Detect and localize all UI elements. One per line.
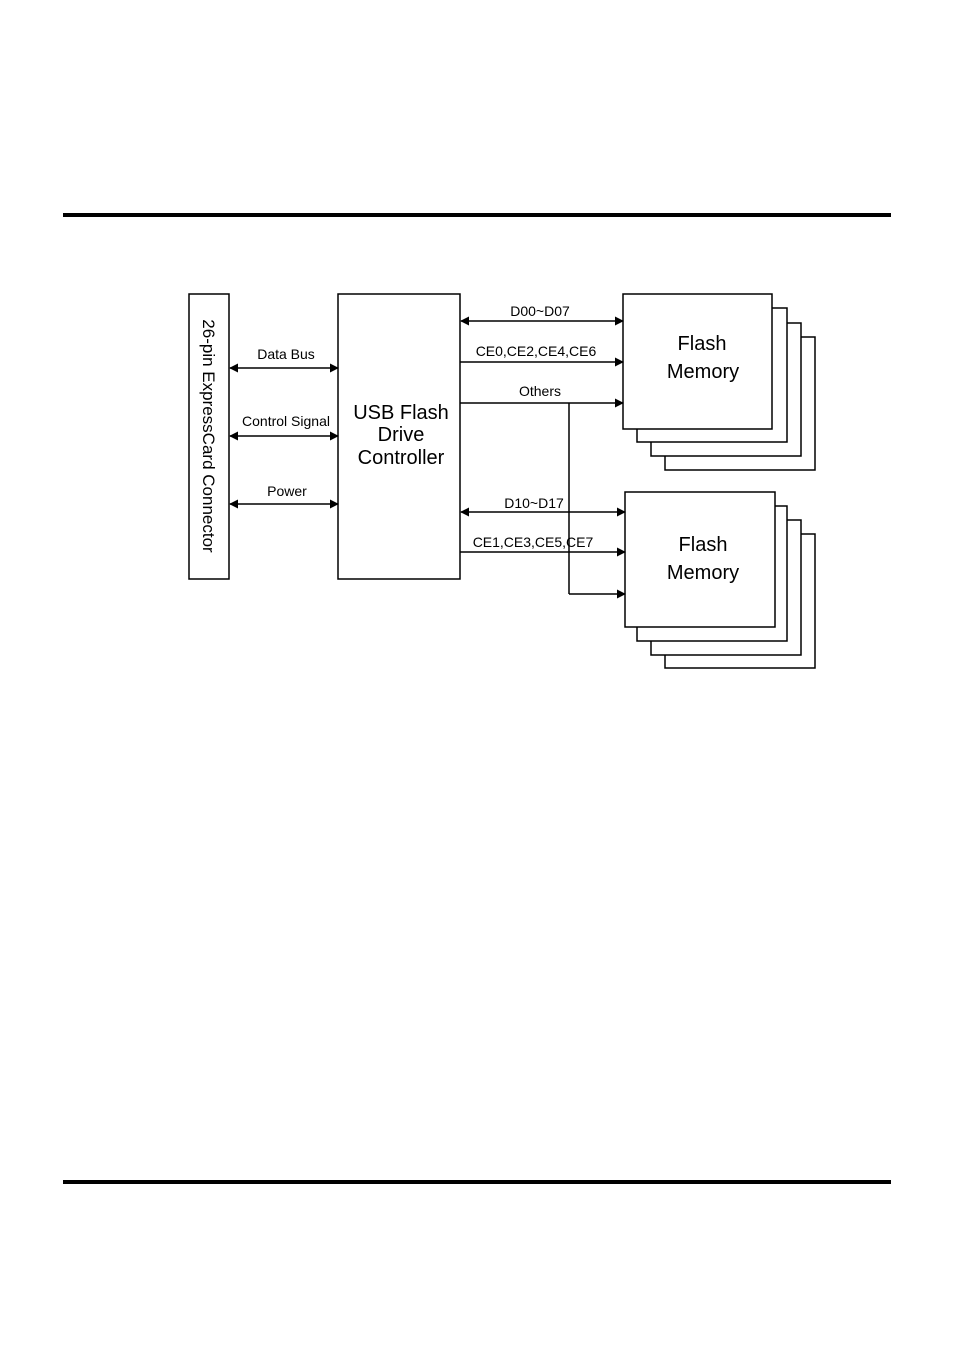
- flash-bank-2-label-line-2: Memory: [667, 562, 739, 584]
- d10-d17-label: D10~D17: [504, 495, 564, 511]
- connector-label: 26-pin ExpressCard Connector: [199, 319, 218, 553]
- controller-label-line-1: USB Flash: [353, 402, 449, 424]
- ce-even-label: CE0,CE2,CE4,CE6: [476, 343, 597, 359]
- controller-label-line-3: Controller: [358, 447, 445, 469]
- flash-bank-1-label-line-1: Flash: [678, 333, 727, 355]
- controller-label-line-2: Drive: [378, 424, 425, 446]
- data-bus-label: Data Bus: [257, 346, 315, 362]
- ce-odd-label: CE1,CE3,CE5,CE7: [473, 534, 594, 550]
- control-signal-label: Control Signal: [242, 413, 330, 429]
- flash-memory-bank-2: [625, 492, 775, 627]
- flash-bank-1-label-line-2: Memory: [667, 361, 739, 383]
- power-label: Power: [267, 483, 307, 499]
- flash-bank-2-label-line-1: Flash: [679, 534, 728, 556]
- d00-d07-label: D00~D07: [510, 303, 570, 319]
- others-label: Others: [519, 383, 561, 399]
